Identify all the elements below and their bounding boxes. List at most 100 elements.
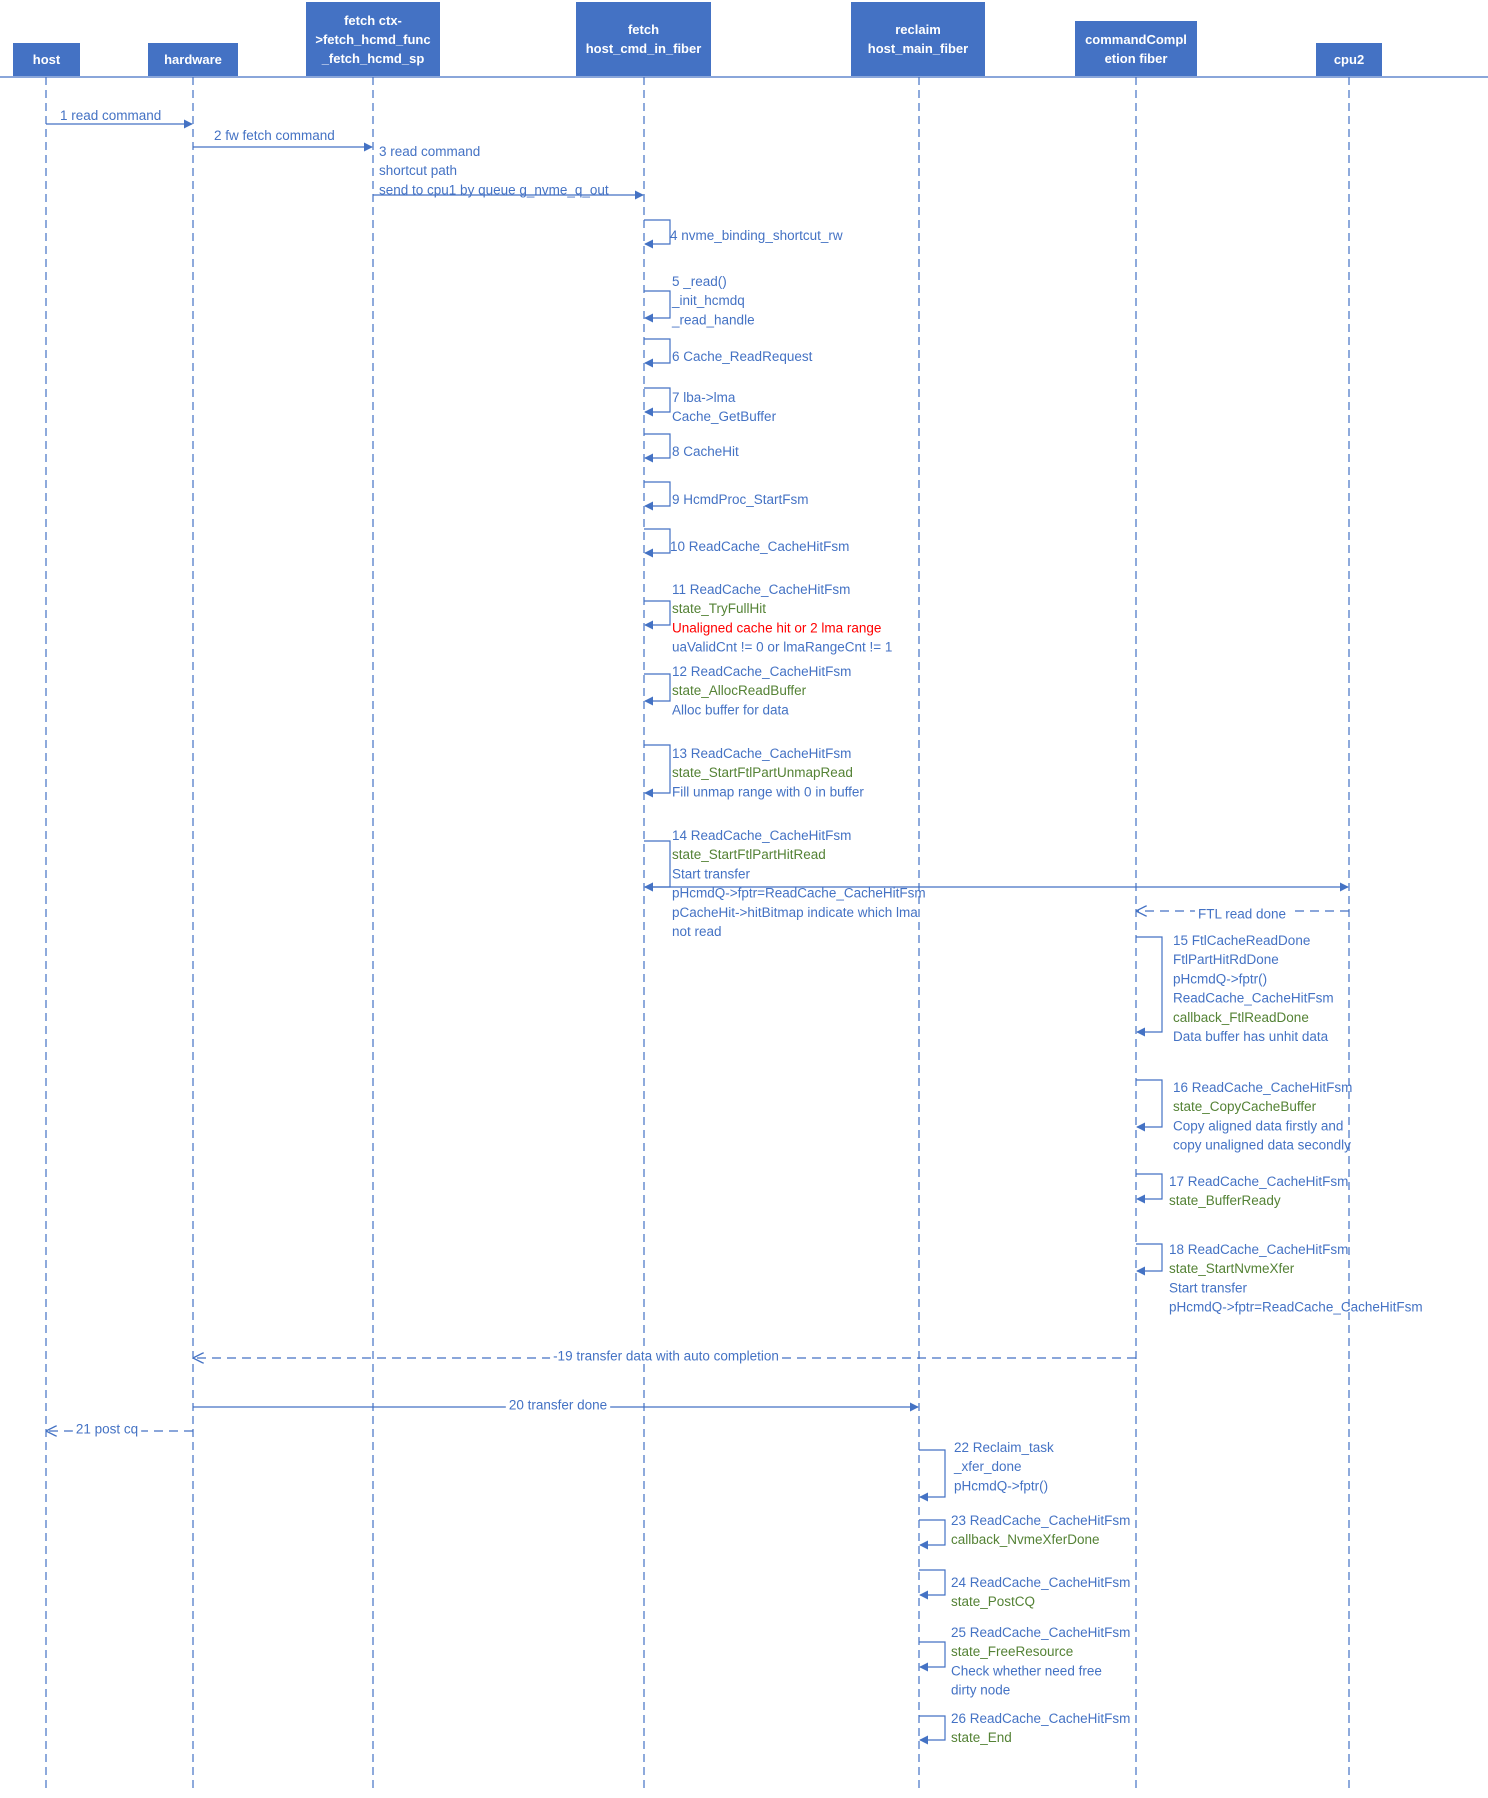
self-arrow	[1136, 936, 1163, 1037]
message-text: Data buffer has unhit data	[1173, 1029, 1329, 1044]
message-text: _xfer_done	[953, 1459, 1022, 1474]
participant-label: commandCompl etion fiber	[1085, 31, 1187, 66]
participant-label: reclaim host_main_fiber	[867, 22, 969, 56]
message-text: callback_NvmeXferDone	[951, 1532, 1100, 1547]
message-text: _read_handle	[671, 312, 755, 327]
message-m17: 17 ReadCache_CacheHitFsmstate_BufferRead…	[1136, 1173, 1348, 1208]
participant-label: fetch ctx- >fetch_hcmd_func _fetch_hcmd_…	[315, 12, 431, 66]
message-text: pHcmdQ->fptr=ReadCache_CacheHitFsm	[672, 886, 926, 901]
message-text: state_End	[951, 1730, 1012, 1745]
message-m1: 1 read command	[46, 108, 193, 129]
participant-fetch-ctx: fetch ctx- >fetch_hcmd_func _fetch_hcmd_…	[306, 2, 440, 76]
message-text: Alloc buffer for data	[672, 702, 789, 717]
message-text: state_TryFullHit	[672, 601, 766, 616]
message-text: 24 ReadCache_CacheHitFsm	[951, 1575, 1130, 1590]
message-text: state_StartNvmeXfer	[1169, 1261, 1295, 1276]
message-m9: 9 HcmdProc_StartFsm	[644, 481, 809, 511]
message-m11: 11 ReadCache_CacheHitFsmstate_TryFullHit…	[644, 582, 892, 655]
message-m6: 6 Cache_ReadRequest	[644, 338, 813, 368]
message-text: 1 read command	[60, 108, 161, 123]
message-text: Copy aligned data firstly and	[1173, 1118, 1343, 1133]
message-text: 25 ReadCache_CacheHitFsm	[951, 1625, 1130, 1640]
message-m13: 13 ReadCache_CacheHitFsm state_StartFtlPa…	[644, 744, 864, 799]
message-text: 15 FtlCacheReadDone	[1173, 933, 1310, 948]
message-mftl: FTL read done	[1137, 907, 1349, 922]
self-arrow	[644, 290, 671, 323]
self-arrow	[644, 840, 671, 892]
message-m19: -19 transfer data with auto completion	[194, 1348, 1136, 1364]
self-arrow	[644, 744, 671, 798]
message-text: 4 nvme_binding_shortcut_rw	[670, 228, 843, 243]
participant-host: host	[13, 43, 80, 76]
message-m3: 3 read command shortcut path send to cpu1 …	[373, 144, 644, 200]
message-m16: 16 ReadCache_CacheHitFsm state_CopyCacheB…	[1136, 1079, 1352, 1153]
message-text: Check whether need free	[951, 1663, 1102, 1678]
participant-label: host	[32, 52, 61, 67]
self-arrow	[644, 219, 671, 249]
message-text: pHcmdQ->fptr=ReadCache_CacheHitFsm	[1169, 1300, 1423, 1315]
self-arrow	[919, 1641, 946, 1672]
message-text: 22 Reclaim_task	[954, 1440, 1054, 1455]
participant-hardware: hardware	[148, 43, 238, 76]
message-text: state_StartFtlPartUnmapRead	[672, 765, 853, 780]
message-text: 26 ReadCache_CacheHitFsm	[951, 1711, 1130, 1726]
participant-cpu2: cpu2	[1316, 43, 1382, 76]
label-background	[505, 1397, 611, 1413]
self-arrow	[1136, 1079, 1163, 1132]
message-text: state_CopyCacheBuffer	[1173, 1099, 1317, 1114]
message-text: 17 ReadCache_CacheHitFsm	[1169, 1174, 1348, 1189]
self-arrow	[644, 387, 671, 417]
message-text: FtlPartHitRdDone	[1173, 952, 1279, 967]
message-m5: 5 _read() _init_hcmdq _read_handle	[644, 274, 755, 327]
self-arrow	[919, 1519, 946, 1550]
self-arrow	[644, 481, 671, 511]
message-text: copy unaligned data secondly	[1173, 1138, 1351, 1153]
self-arrow	[919, 1569, 946, 1600]
label-background	[550, 1348, 782, 1364]
self-arrow	[644, 528, 671, 558]
message-text: send to cpu1 by queue g_nvme_q_out	[379, 182, 609, 197]
message-m2: 2 fw fetch command	[193, 128, 373, 152]
message-text: state_StartFtlPartHitRead	[672, 847, 826, 862]
message-text: 3 read command	[379, 144, 480, 159]
self-arrow	[644, 338, 671, 368]
message-text: 10 ReadCache_CacheHitFsm	[670, 539, 849, 554]
message-text: ReadCache_CacheHitFsm	[1173, 991, 1334, 1006]
message-text: 16 ReadCache_CacheHitFsm	[1173, 1080, 1352, 1095]
message-text: state_PostCQ	[951, 1594, 1035, 1609]
message-text: 12 ReadCache_CacheHitFsm	[672, 664, 851, 679]
message-text: shortcut path	[379, 163, 457, 178]
message-m15: 15 FtlCacheReadDoneFtlPartHitRdDonepHcmd…	[1136, 933, 1334, 1044]
self-arrow	[1136, 1243, 1163, 1276]
message-text: 14 ReadCache_CacheHitFsm	[672, 828, 851, 843]
message-m23: 23 ReadCache_CacheHitFsm callback_NvmeXfe…	[919, 1513, 1130, 1550]
message-text: 23 ReadCache_CacheHitFsm	[951, 1513, 1130, 1528]
message-text: Unaligned cache hit or 2 lma range	[672, 620, 881, 635]
message-text: 8 CacheHit	[672, 444, 739, 459]
message-m18: 18 ReadCache_CacheHitFsm state_StartNvmeX…	[1136, 1242, 1423, 1315]
message-text: -19 transfer data with auto completion	[553, 1349, 779, 1364]
message-text: state_AllocReadBuffer	[672, 683, 807, 698]
self-arrow	[644, 600, 671, 630]
participant-completion: commandCompl etion fiber	[1075, 21, 1197, 76]
message-text: 20 transfer done	[509, 1398, 607, 1413]
message-text: _init_hcmdq	[671, 293, 745, 308]
message-text: uaValidCnt != 0 or lmaRangeCnt != 1	[672, 640, 892, 655]
participant-label: cpu2	[1333, 52, 1365, 67]
message-text: 9 HcmdProc_StartFsm	[672, 492, 809, 507]
message-text: 5 _read()	[672, 274, 727, 289]
message-text: 7 lba->lma	[672, 390, 736, 405]
message-text: 2 fw fetch command	[214, 128, 335, 143]
message-m14: 14 ReadCache_CacheHitFsm state_StartFtlPa…	[644, 828, 926, 939]
message-text: Start transfer	[1169, 1280, 1248, 1295]
self-arrow	[644, 673, 671, 706]
self-arrow	[644, 433, 671, 463]
message-text: 18 ReadCache_CacheHitFsm	[1169, 1242, 1348, 1257]
message-text: state_FreeResource	[951, 1644, 1073, 1659]
message-m10: 10 ReadCache_CacheHitFsm	[644, 528, 849, 558]
message-m26: 26 ReadCache_CacheHitFsm state_End	[919, 1711, 1130, 1745]
message-text: 13 ReadCache_CacheHitFsm	[672, 746, 851, 761]
